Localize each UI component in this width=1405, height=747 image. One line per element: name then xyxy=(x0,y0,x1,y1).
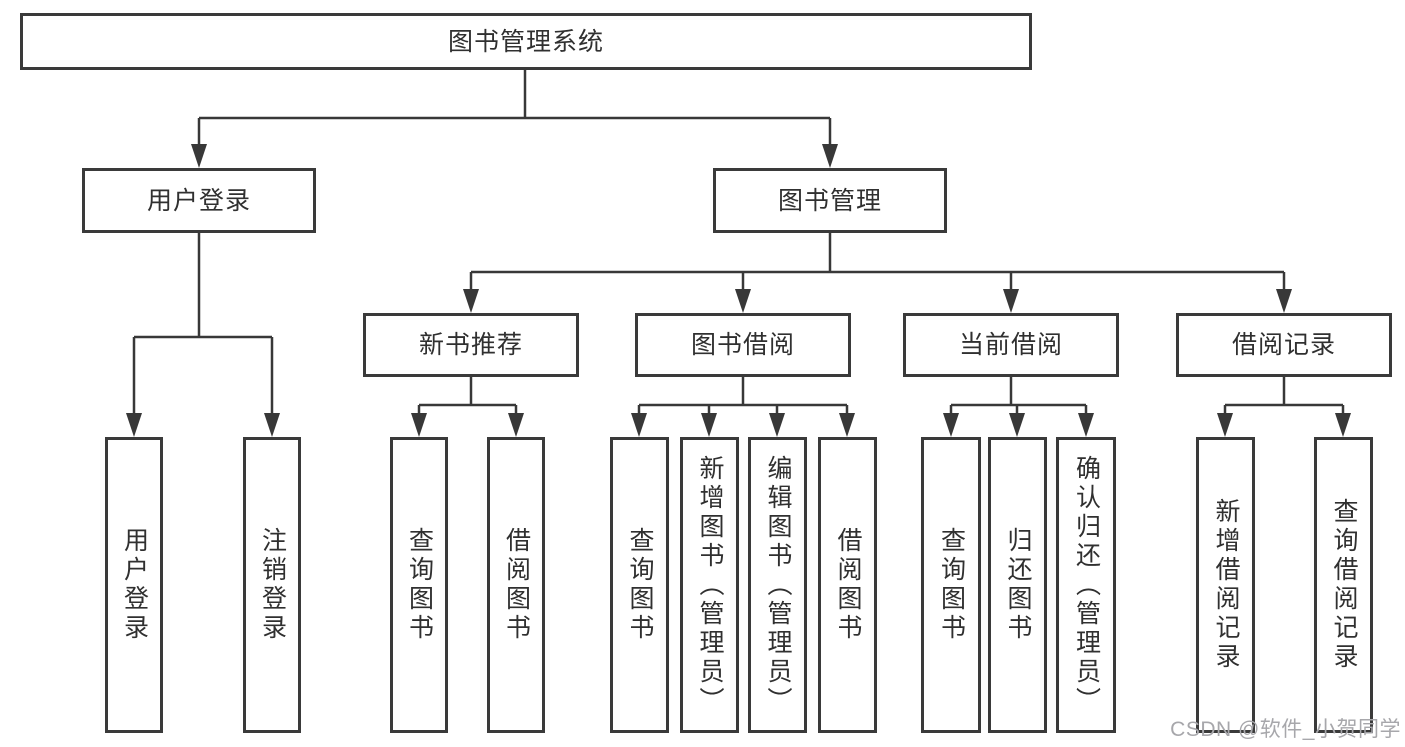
leaf-confirm-return-admin: 确认归还（管理员） xyxy=(1056,437,1116,733)
leaf-user-login: 用户登录 xyxy=(105,437,163,733)
node-borrowing-records: 借阅记录 xyxy=(1176,313,1392,377)
leaf-query-books: 查询图书 xyxy=(610,437,669,733)
connector-recommend-to-leaves xyxy=(411,377,524,437)
connector-current-to-leaves xyxy=(943,377,1094,437)
connector-records-to-leaves xyxy=(1217,377,1351,437)
node-book-management-branch: 图书管理 xyxy=(713,168,947,233)
node-new-book-recommendation: 新书推荐 xyxy=(363,313,579,377)
connector-root-to-level2 xyxy=(191,70,838,168)
leaf-query-books: 查询图书 xyxy=(390,437,448,733)
leaf-borrow-books: 借阅图书 xyxy=(818,437,877,733)
node-user-login-branch: 用户登录 xyxy=(82,168,316,233)
leaf-add-borrow-record: 新增借阅记录 xyxy=(1196,437,1255,733)
node-library-management-system: 图书管理系统 xyxy=(20,13,1032,70)
leaf-edit-books-admin: 编辑图书（管理员） xyxy=(748,437,807,733)
connector-login-to-leaves xyxy=(126,233,280,437)
connector-borrowing-to-leaves xyxy=(631,377,855,437)
leaf-add-books-admin: 新增图书（管理员） xyxy=(680,437,739,733)
csdn-watermark: CSDN @软件_小贺同学 xyxy=(1170,718,1401,741)
leaf-logout: 注销登录 xyxy=(243,437,301,733)
leaf-return-books: 归还图书 xyxy=(988,437,1047,733)
connector-mgmt-to-level3 xyxy=(463,233,1292,313)
node-current-borrowing: 当前借阅 xyxy=(903,313,1119,377)
leaf-query-borrow-record: 查询借阅记录 xyxy=(1314,437,1373,733)
node-book-borrowing: 图书借阅 xyxy=(635,313,851,377)
leaf-query-books: 查询图书 xyxy=(921,437,981,733)
leaf-borrow-books: 借阅图书 xyxy=(487,437,545,733)
